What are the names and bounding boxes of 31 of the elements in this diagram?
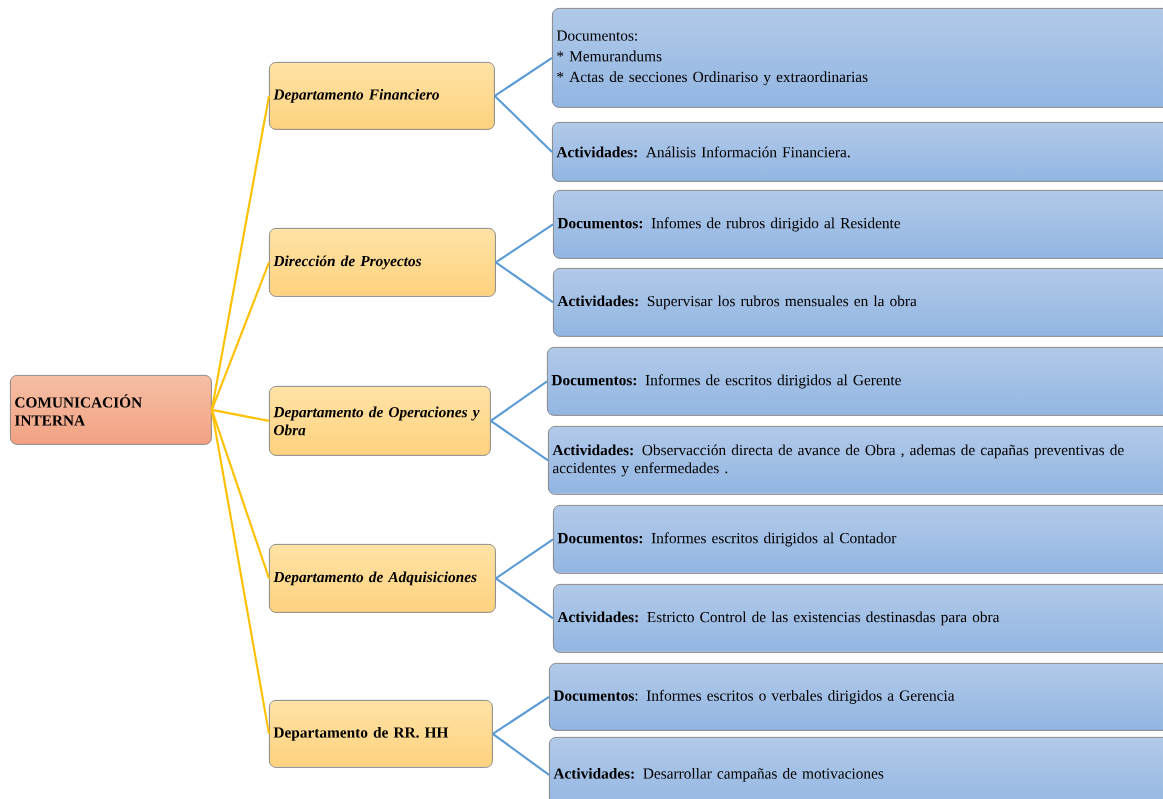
connector-line xyxy=(494,57,553,97)
detail-box: Actividades: Análisis Información Financiera. xyxy=(552,122,1163,182)
detail-box: Documentos: * Memurandums * Actas de secciones Ordinariso y extraordinarias xyxy=(552,8,1163,108)
detail-box: Actividades: Observacción directa de avance de Obra , ademas de capañas preventivas de accidentes y enfermedades . xyxy=(548,426,1163,495)
connector-line xyxy=(492,696,550,735)
connector-line xyxy=(210,409,270,579)
detail-box: Documentos: Infomes de rubros dirigido al Residente xyxy=(553,190,1163,259)
detail-box: Documentos: Informes escritos dirigidos al Contador xyxy=(553,505,1163,574)
connector-line xyxy=(495,538,554,580)
detail-box: Actividades: Estricto Control de las existencias destinasdas para obra xyxy=(553,584,1163,653)
connector-line xyxy=(494,95,553,153)
department-box: Departamento de RR. HH xyxy=(269,700,493,768)
detail-box: Actividades: Desarrollar campañas de motivaciones xyxy=(549,737,1163,799)
connector-line xyxy=(211,408,270,422)
department-box: Dirección de Proyectos xyxy=(269,228,496,297)
department-box: Departamento de Operaciones y Obra xyxy=(269,386,491,456)
connector-line xyxy=(210,262,270,411)
connector-line xyxy=(495,577,554,620)
connector-line xyxy=(210,409,271,735)
connector-line xyxy=(495,261,554,304)
connector-line xyxy=(490,380,548,422)
connector-line xyxy=(210,95,271,411)
topic-box: COMUNICACIÓN INTERNA xyxy=(10,375,212,445)
department-box: Departamento Financiero xyxy=(269,62,495,130)
connector-line xyxy=(490,420,549,462)
connector-line xyxy=(495,223,554,264)
detail-box: Documentos: Informes escritos o verbales dirigidos a Gerencia xyxy=(549,663,1163,731)
detail-box: Actividades: Supervisar los rubros mensuales en la obra xyxy=(553,268,1163,337)
department-box: Departamento de Adquisiciones xyxy=(269,544,496,613)
detail-box: Documentos: Informes de escritos dirigidos al Gerente xyxy=(547,347,1163,416)
connector-line xyxy=(492,733,550,776)
